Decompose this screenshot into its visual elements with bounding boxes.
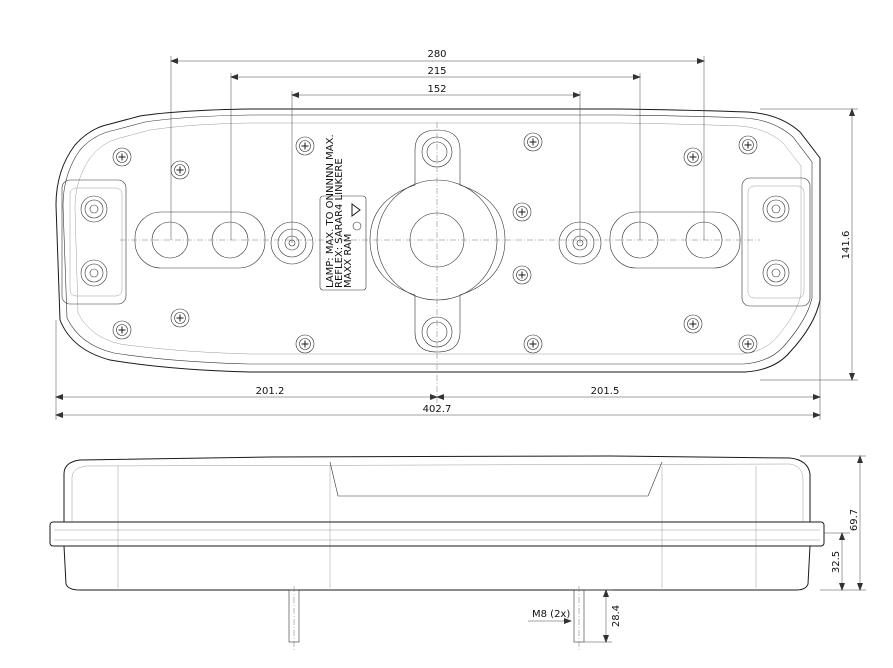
side-bulge — [329, 461, 663, 497]
dim-28-4: 28.4 — [611, 605, 622, 627]
top-view: LAMP: MAX. TO ONNNNN MAX. REFLEX: SARAR4… — [55, 108, 821, 408]
screw-icon — [683, 314, 703, 334]
screw-icon — [523, 334, 543, 354]
triangle-symbol-icon — [351, 203, 361, 217]
mount-boss-icon — [80, 195, 108, 223]
screw-icon — [738, 334, 758, 354]
dim-141-6: 141.6 — [841, 231, 852, 260]
screw-group — [112, 132, 758, 354]
housing-inner-outline — [62, 114, 813, 365]
dim-280: 280 — [427, 49, 446, 60]
dim-201-5: 201.5 — [591, 386, 620, 397]
side-housing-top — [63, 455, 811, 522]
label-line-1: LAMP: MAX. TO ONNNNN MAX. — [325, 134, 336, 288]
screw-icon — [512, 265, 532, 285]
circle-symbol-icon — [352, 221, 362, 231]
dim-201-2: 201.2 — [256, 386, 285, 397]
label-line-3: MAXX RAM — [343, 234, 354, 288]
dim-152: 152 — [427, 84, 446, 95]
screw-icon — [523, 132, 543, 152]
top-dimensions: 280 215 152 141.6 201.2 201.5 402.7 — [55, 49, 858, 420]
mount-boss-group — [80, 195, 790, 287]
mount-boss-icon — [80, 259, 108, 287]
screw-icon — [170, 308, 190, 328]
label-plate: LAMP: MAX. TO ONNNNN MAX. REFLEX: SARAR4… — [319, 134, 367, 291]
side-base — [63, 545, 811, 591]
dim-215: 215 — [427, 66, 446, 77]
dim-402-7: 402.7 — [423, 404, 452, 415]
label-line-2: REFLEX: SARAR4 LINKERE — [334, 158, 345, 288]
right-pocket — [741, 177, 811, 307]
housing-step-line — [74, 122, 802, 355]
screw-icon — [112, 320, 132, 340]
mount-boss-icon — [762, 259, 790, 287]
center-boss — [369, 129, 506, 353]
thread-callout: M8 (2x) — [532, 609, 570, 620]
dim-32-5: 32.5 — [831, 551, 842, 573]
housing-outline — [55, 108, 821, 373]
side-dimensions: 69.7 32.5 28.4 M8 (2x) — [528, 455, 866, 643]
left-pocket — [61, 179, 127, 305]
screw-icon — [295, 136, 315, 156]
screw-icon — [295, 334, 315, 354]
screw-icon — [512, 202, 532, 222]
screw-icon — [170, 160, 190, 180]
dim-69-7: 69.7 — [849, 509, 860, 531]
screw-icon — [738, 135, 758, 155]
side-view — [49, 455, 825, 652]
screw-icon — [683, 147, 703, 167]
side-flange — [49, 521, 825, 547]
screw-icon — [112, 147, 132, 167]
mount-boss-icon — [762, 195, 790, 223]
